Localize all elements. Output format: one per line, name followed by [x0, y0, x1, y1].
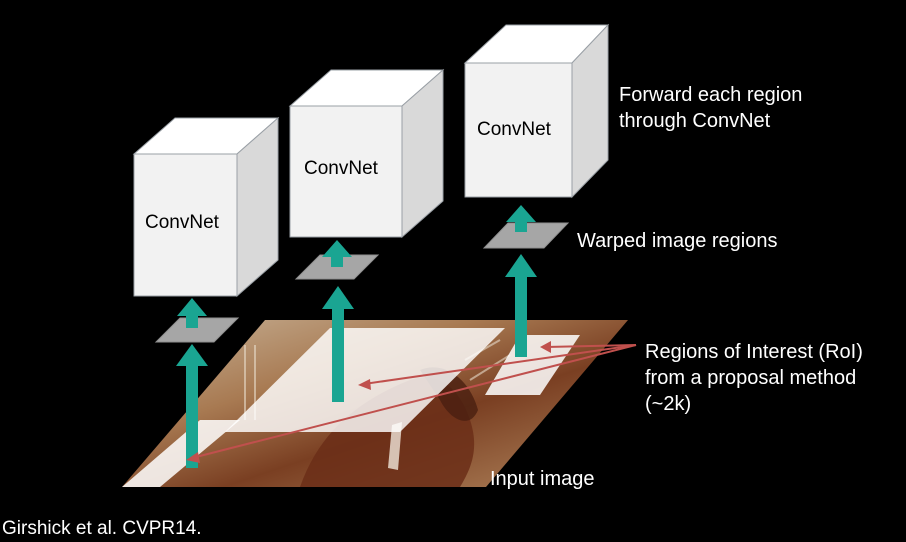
convnet-box-1	[132, 116, 280, 298]
forward-line-2: through ConvNet	[619, 110, 771, 132]
roi-pointer-left-head	[186, 452, 200, 463]
roi-region-middle	[225, 328, 505, 432]
citation: Girshick et al. CVPR14.	[2, 518, 202, 539]
warped-label: Warped image regions	[577, 230, 778, 252]
convnet-box-3	[463, 23, 610, 199]
warped-patch-right	[482, 222, 570, 249]
arrow-roi-to-warp-right	[505, 254, 537, 357]
forward-label: Forward each region through ConvNet	[619, 82, 802, 134]
convnet-label-2: ConvNet	[304, 158, 378, 179]
roi-pointer-left	[191, 344, 637, 459]
roi-region-right	[485, 335, 580, 395]
convnet-label-1: ConvNet	[145, 212, 219, 233]
arrow-warp-to-convnet-middle	[322, 240, 352, 267]
convnet-1-front	[133, 153, 238, 297]
convnet-2-front	[289, 105, 403, 238]
arrow-warp-to-convnet-right	[506, 205, 536, 232]
roi-pointer-right-head	[540, 341, 551, 353]
horse-shape	[300, 377, 475, 487]
input-image-label: Input image	[490, 468, 595, 490]
roi-line-2: from a proposal method	[645, 367, 857, 389]
roi-region-left	[122, 420, 240, 487]
roi-label: Regions of Interest (RoI) from a proposa…	[645, 339, 863, 417]
convnet-label-3: ConvNet	[477, 119, 551, 140]
convnet-3-front	[464, 62, 573, 198]
roi-pointer-middle-head	[358, 379, 371, 390]
warped-patch-left	[154, 317, 240, 343]
arrow-warp-to-convnet-left	[177, 298, 207, 328]
horse-blaze	[388, 422, 402, 470]
convnet-box-2	[288, 68, 445, 239]
roi-line-3: (~2k)	[645, 393, 692, 415]
roi-pointer-middle	[363, 344, 637, 385]
roi-pointer-right	[545, 344, 637, 348]
forward-line-1: Forward each region	[619, 84, 803, 106]
roi-pointers	[186, 341, 637, 463]
arrow-roi-to-warp-middle	[322, 286, 354, 402]
roi-line-1: Regions of Interest (RoI)	[645, 341, 863, 363]
arrow-roi-to-warp-left	[176, 344, 208, 468]
